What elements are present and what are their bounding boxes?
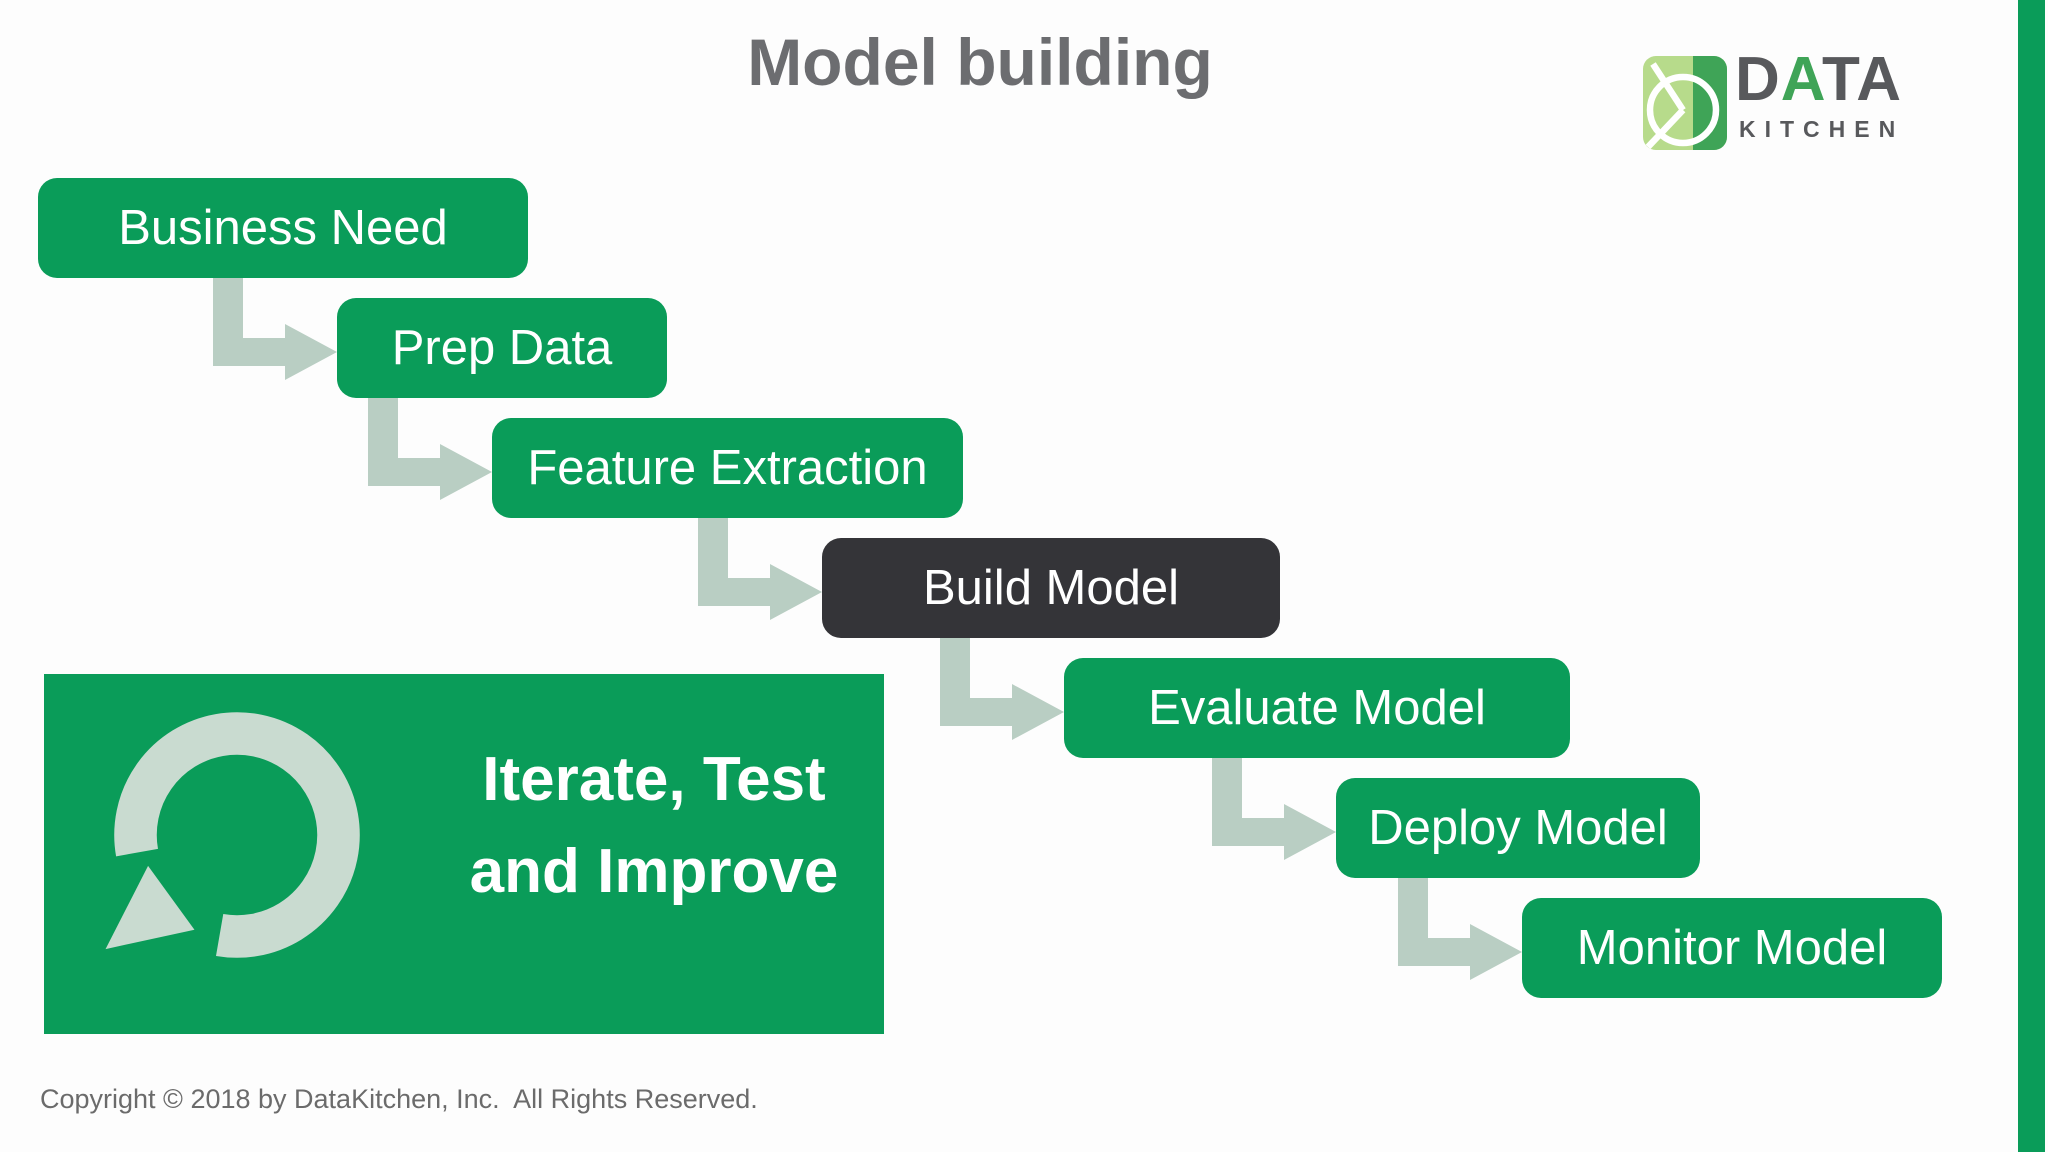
step-business-need: Business Need bbox=[38, 178, 528, 278]
iterate-line-1: Iterate, Test bbox=[482, 745, 826, 814]
logo-letter: T bbox=[1821, 45, 1857, 114]
iterate-line-2: and Improve bbox=[469, 837, 839, 906]
logo-word-data: DATA bbox=[1735, 44, 1902, 115]
step-prep-data: Prep Data bbox=[337, 298, 667, 398]
logo-letter: A bbox=[1780, 45, 1822, 114]
elbow-arrow-6 bbox=[1398, 876, 1522, 980]
iterate-panel-text: Iterate, Test and Improve bbox=[434, 734, 874, 918]
elbow-arrow-2 bbox=[368, 396, 492, 500]
step-deploy-model: Deploy Model bbox=[1336, 778, 1700, 878]
page-title: Model building bbox=[747, 25, 1213, 99]
step-label: Deploy Model bbox=[1368, 801, 1668, 855]
step-label: Prep Data bbox=[391, 321, 613, 375]
elbow-arrow-1 bbox=[213, 276, 337, 380]
step-build-model: Build Model bbox=[822, 538, 1280, 638]
step-evaluate-model: Evaluate Model bbox=[1064, 658, 1570, 758]
step-label: Business Need bbox=[118, 201, 448, 255]
logo-letter: A bbox=[1856, 45, 1903, 114]
step-label: Build Model bbox=[922, 561, 1180, 615]
copyright-text: Copyright © 2018 by DataKitchen, Inc. Al… bbox=[40, 1084, 758, 1114]
elbow-arrow-5 bbox=[1212, 756, 1336, 860]
step-feature-extraction: Feature Extraction bbox=[492, 418, 963, 518]
step-label: Monitor Model bbox=[1576, 921, 1888, 975]
step-label: Feature Extraction bbox=[527, 441, 928, 495]
elbow-arrow-3 bbox=[698, 516, 822, 620]
iterate-panel: Iterate, Test and Improve bbox=[44, 674, 884, 1034]
elbow-arrow-4 bbox=[940, 636, 1064, 740]
step-monitor-model: Monitor Model bbox=[1522, 898, 1942, 998]
logo-letter: D bbox=[1735, 45, 1781, 114]
step-label: Evaluate Model bbox=[1148, 681, 1486, 735]
circular-arrow-icon bbox=[105, 712, 360, 958]
datakitchen-logo-icon bbox=[1643, 56, 1727, 150]
datakitchen-logo: DATA KITCHEN bbox=[1630, 40, 1960, 170]
right-accent-bar bbox=[2018, 0, 2045, 1152]
logo-word-kitchen: KITCHEN bbox=[1739, 116, 1905, 142]
